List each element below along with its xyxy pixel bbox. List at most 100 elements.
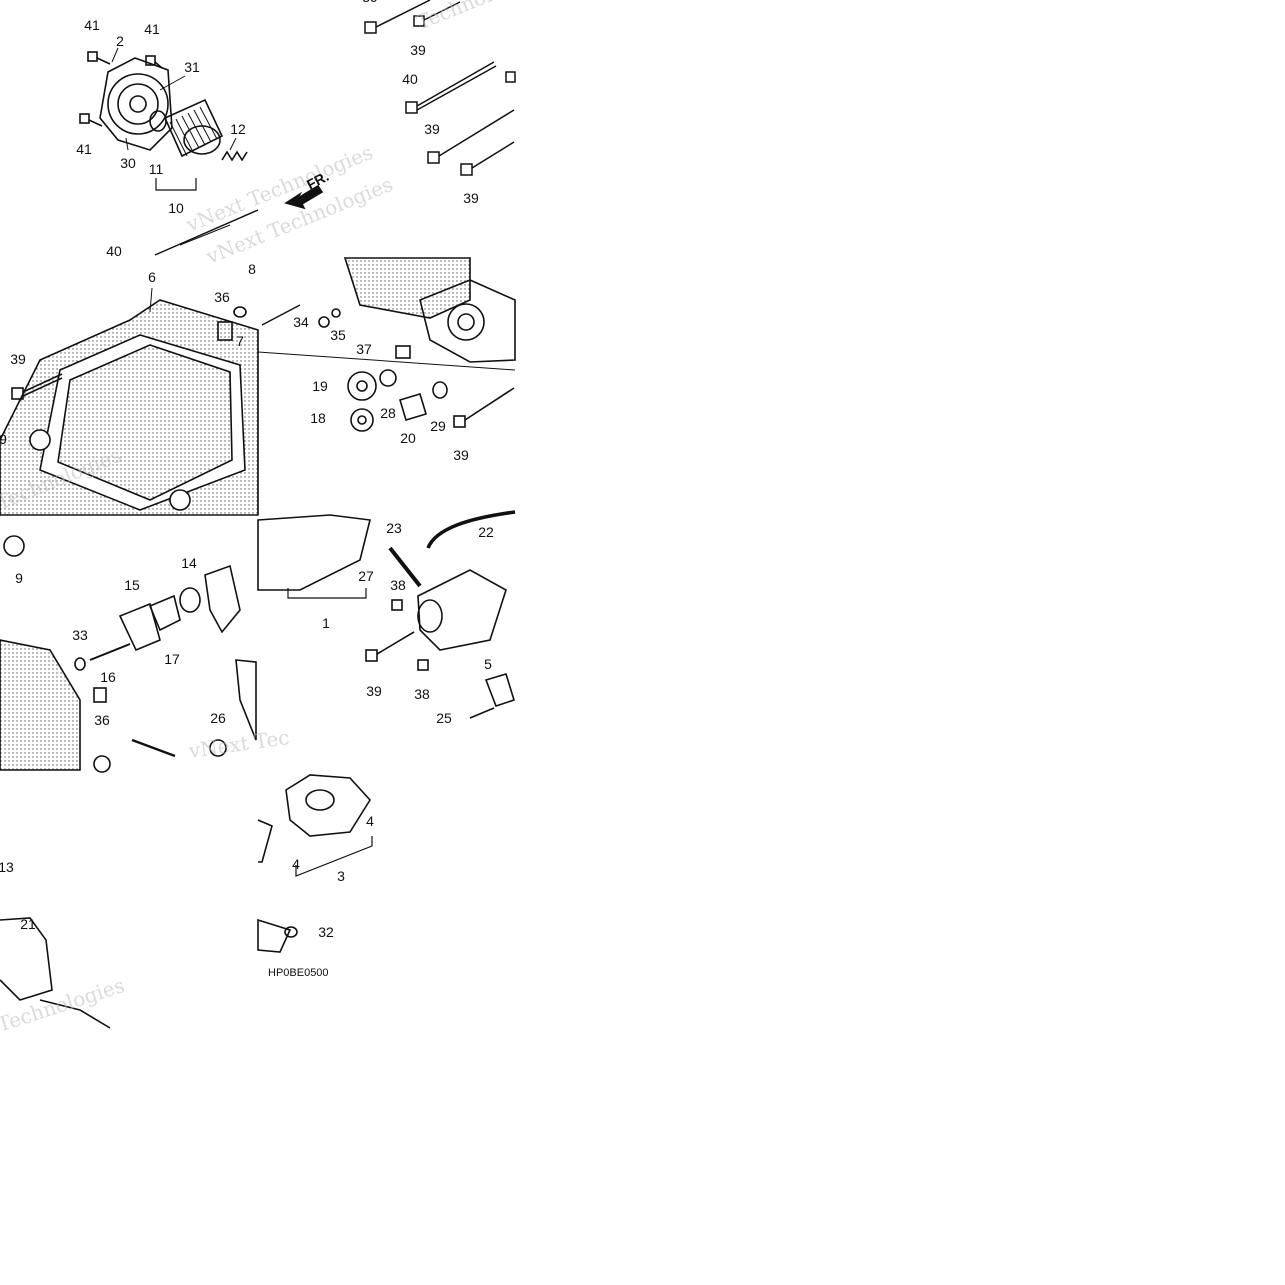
callout-3: 3 — [337, 868, 345, 884]
tile-lower-left — [0, 917, 111, 1029]
callout-19: 19 — [312, 378, 328, 394]
callout-39: 39 — [410, 42, 426, 58]
callout-22: 22 — [478, 524, 494, 540]
callout-40: 40 — [106, 243, 122, 259]
callout-30: 30 — [120, 155, 136, 171]
callout-7: 7 — [236, 333, 244, 349]
filter-cover — [99, 57, 173, 151]
bolt-39 — [453, 415, 466, 428]
callout-14: 14 — [181, 555, 197, 571]
callout-18: 18 — [310, 410, 326, 426]
tile-crankcase-cover — [0, 287, 259, 516]
stopper-15 — [118, 602, 161, 652]
starter-reduction-gears — [257, 514, 371, 591]
callout-36: 36 — [94, 712, 110, 728]
callout-36: 36 — [214, 289, 230, 305]
callout-38: 38 — [390, 577, 406, 593]
tile-water-pump — [257, 774, 373, 953]
tile-oil-pump — [257, 257, 516, 432]
watermark-text: vNext Tec — [186, 725, 290, 763]
plate-17 — [148, 594, 181, 632]
bolt-41 — [79, 51, 163, 127]
callout-5: 5 — [484, 656, 492, 672]
callout-15: 15 — [124, 577, 140, 593]
pump-cover-3 — [285, 774, 371, 837]
callout-6: 6 — [148, 269, 156, 285]
callout-39: 39 — [10, 351, 26, 367]
callout-33: 33 — [72, 627, 88, 643]
washer-33 — [74, 657, 86, 671]
callout-35: 35 — [330, 327, 346, 343]
sensor-5 — [484, 673, 515, 708]
callout-11: 11 — [149, 161, 164, 177]
callout-39: 39 — [362, 0, 378, 5]
oil-pipe-21 — [0, 917, 53, 1001]
tile-bolts — [364, 0, 516, 176]
callout-25: 25 — [436, 710, 452, 726]
callout-9: 9 — [0, 431, 7, 447]
callout-40: 40 — [402, 71, 418, 87]
oil-seal-26 — [209, 739, 227, 757]
callout-26: 26 — [210, 710, 226, 726]
callout-37: 37 — [356, 341, 372, 357]
callout-31: 31 — [184, 59, 200, 75]
callout-39: 39 — [453, 447, 469, 463]
tile-oil-filter — [79, 47, 324, 256]
callout-32: 32 — [318, 924, 334, 940]
oil-filter-element — [163, 98, 224, 158]
bolt-39 — [11, 387, 24, 400]
callout-20: 20 — [400, 430, 416, 446]
oil-pump-body — [419, 279, 516, 363]
cable-23 — [388, 546, 422, 588]
bolt-34 — [318, 316, 330, 328]
filter-cover-ring — [107, 73, 169, 135]
callout-41: 41 — [76, 141, 92, 157]
washer-28 — [379, 369, 397, 387]
bolt-38 — [417, 659, 429, 671]
callout-10: 10 — [168, 200, 184, 216]
callout-layer: 4124131413011121040394039393963678399343… — [0, 0, 494, 940]
washer-35 — [331, 308, 341, 318]
tile-starter-motor — [257, 510, 516, 719]
callout-8: 8 — [248, 261, 256, 277]
callout-34: 34 — [293, 314, 309, 330]
joint-24 — [257, 918, 292, 953]
starter-motor — [417, 569, 507, 651]
callout-17: 17 — [164, 651, 180, 667]
dowel-pin — [217, 321, 233, 341]
callout-16: 16 — [100, 669, 116, 685]
callout-41: 41 — [144, 21, 160, 37]
watermark-text: Technologies — [413, 0, 545, 35]
bolt-25 — [469, 707, 495, 719]
dowel-36 — [93, 687, 107, 703]
callout-23: 23 — [386, 520, 402, 536]
dowel-37 — [395, 345, 411, 359]
starter-cable-23 — [426, 510, 516, 549]
bolt-38 — [391, 599, 403, 611]
callout-38: 38 — [414, 686, 430, 702]
front-arrow-icon — [284, 184, 324, 210]
shift-spindle — [131, 738, 176, 758]
callout-9: 9 — [15, 570, 23, 586]
callout-29: 29 — [430, 418, 446, 434]
tile-shift-mechanism — [0, 535, 257, 773]
spring-14 — [179, 587, 201, 613]
callout-39: 39 — [424, 121, 440, 137]
callout-4: 4 — [366, 813, 374, 829]
shift-drum-cam — [204, 564, 241, 634]
callout-12: 12 — [230, 121, 246, 137]
filter-spring — [221, 150, 248, 162]
callout-13: 13 — [0, 859, 14, 875]
clutch-cover — [343, 257, 471, 319]
callout-39: 39 — [463, 190, 479, 206]
callout-4: 4 — [292, 856, 300, 872]
o-ring-29 — [432, 381, 448, 399]
bolt-39 — [364, 0, 516, 176]
gear-18 — [350, 408, 374, 432]
bolt-39 — [365, 649, 378, 662]
callout-41: 41 — [84, 17, 100, 33]
callout-21: 21 — [20, 916, 36, 932]
callout-39: 39 — [366, 683, 382, 699]
o-ring-32 — [284, 926, 298, 938]
